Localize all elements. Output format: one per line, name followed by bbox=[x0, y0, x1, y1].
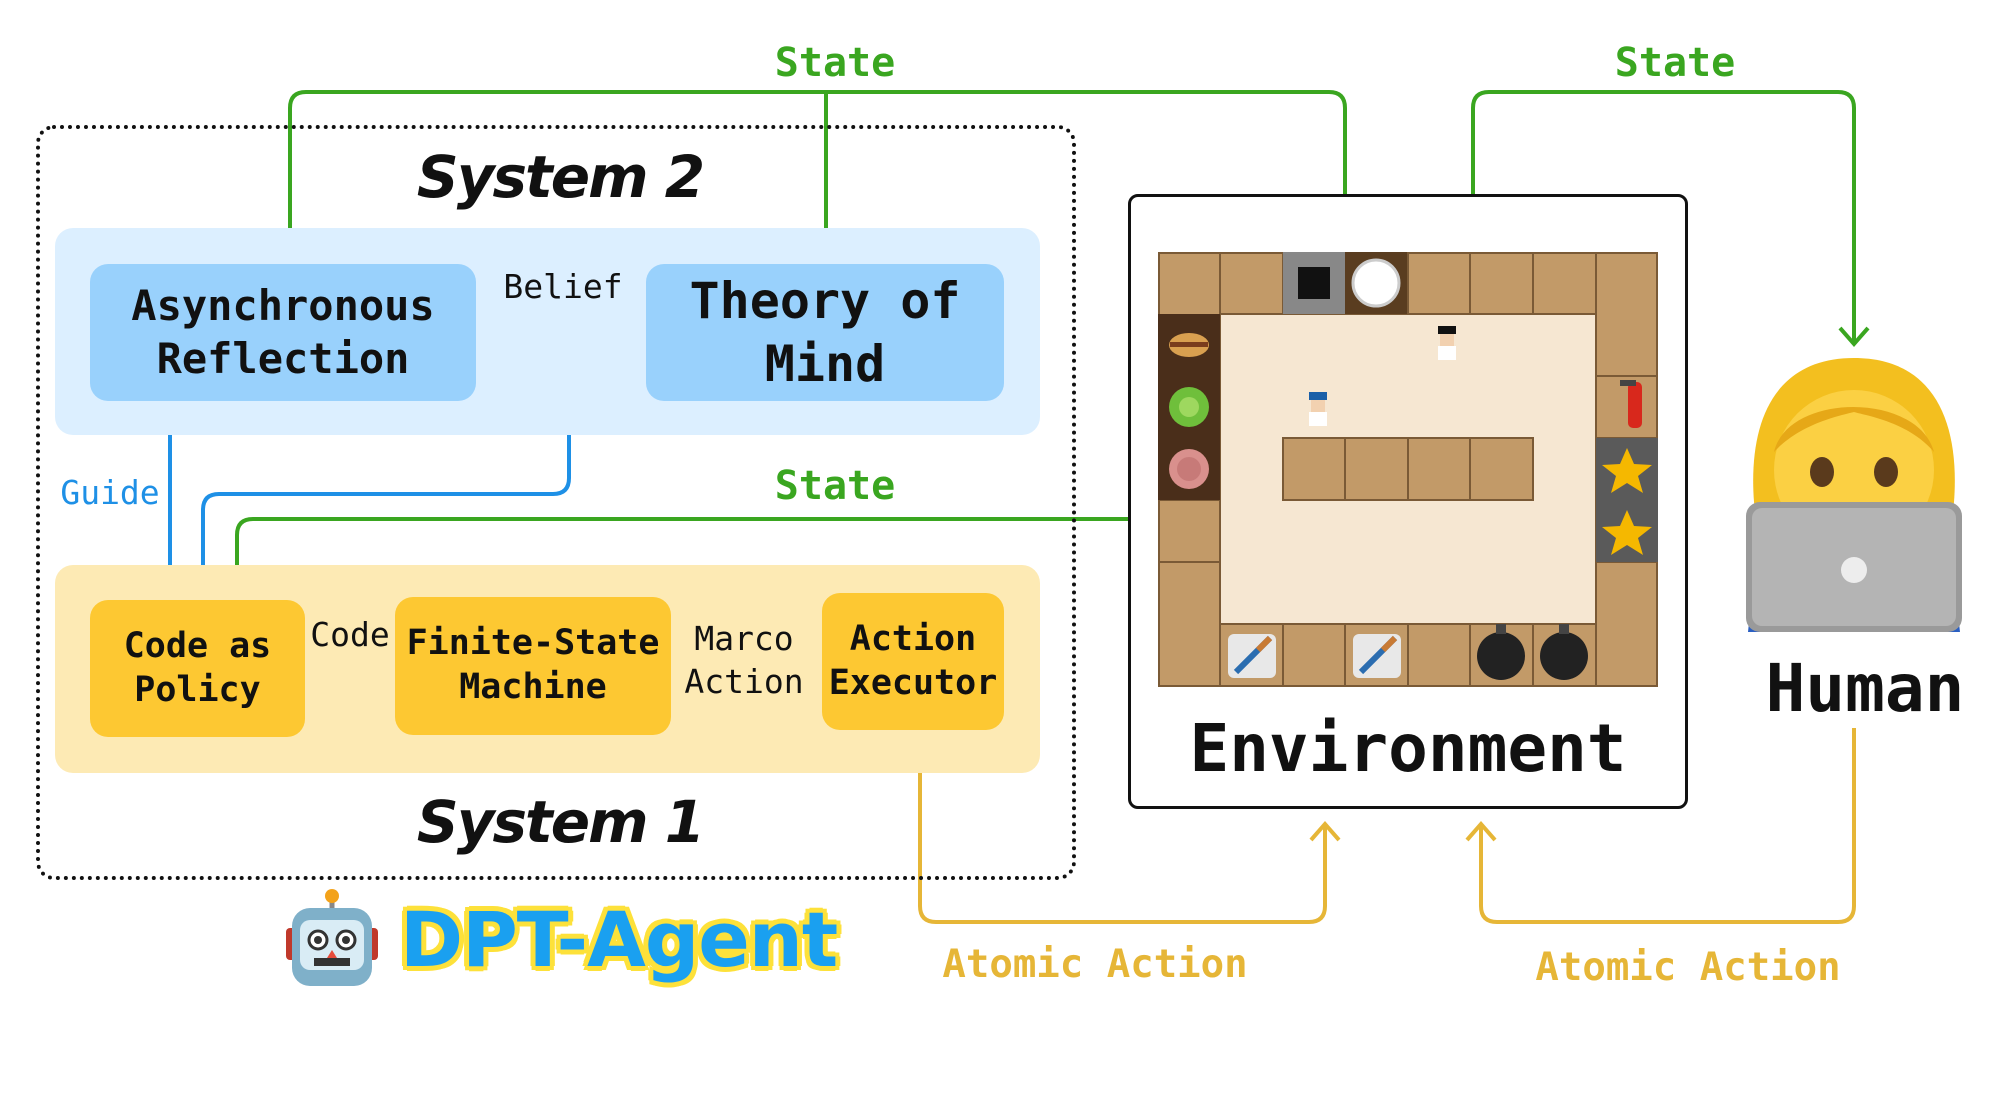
arrowhead bbox=[1309, 820, 1341, 842]
atomic-action-arrow-human bbox=[1479, 728, 1856, 924]
robot-icon bbox=[286, 889, 378, 986]
atomic-action-label-human: Atomic Action bbox=[1535, 945, 1841, 990]
system2-title: System 2 bbox=[416, 143, 705, 211]
asynchronous-reflection-node: Asynchronous Reflection bbox=[90, 264, 476, 401]
overcooked-kitchen-icon bbox=[1158, 252, 1658, 687]
code-as-policy-node: Code as Policy bbox=[90, 600, 305, 737]
atomic-action-arrow-agent bbox=[918, 730, 1327, 924]
belief-label: Belief bbox=[503, 267, 623, 306]
state-arrow-to-reflection bbox=[288, 90, 1347, 262]
agent-system-frame bbox=[36, 125, 1076, 880]
finite-state-machine-node: Finite-State Machine bbox=[395, 597, 671, 735]
human-title: Human bbox=[1765, 650, 1965, 727]
state-arrow-to-human bbox=[1471, 90, 1856, 342]
atomic-action-label-agent: Atomic Action bbox=[942, 942, 1248, 987]
arrowhead bbox=[1838, 326, 1870, 348]
code-label: Code bbox=[310, 615, 390, 654]
environment-title: Environment bbox=[1189, 710, 1627, 787]
state-arrow-to-code-policy bbox=[235, 517, 1128, 597]
action-executor-node: Action Executor bbox=[822, 593, 1004, 730]
state-label-top-left: State bbox=[774, 40, 896, 86]
system1-title: System 1 bbox=[416, 788, 705, 856]
state-label-middle: State bbox=[774, 463, 896, 509]
woman-technologist-icon bbox=[1746, 358, 1962, 632]
guide-label: Guide bbox=[60, 473, 160, 512]
state-label-top-right: State bbox=[1614, 40, 1736, 86]
arrowhead bbox=[1465, 820, 1497, 842]
guide-arrow-from-tom bbox=[201, 300, 571, 597]
agent-name: DPT-Agent bbox=[400, 895, 838, 984]
marco-action-label: Marco Action bbox=[684, 619, 804, 701]
theory-of-mind-node: Theory of Mind bbox=[646, 264, 1004, 401]
